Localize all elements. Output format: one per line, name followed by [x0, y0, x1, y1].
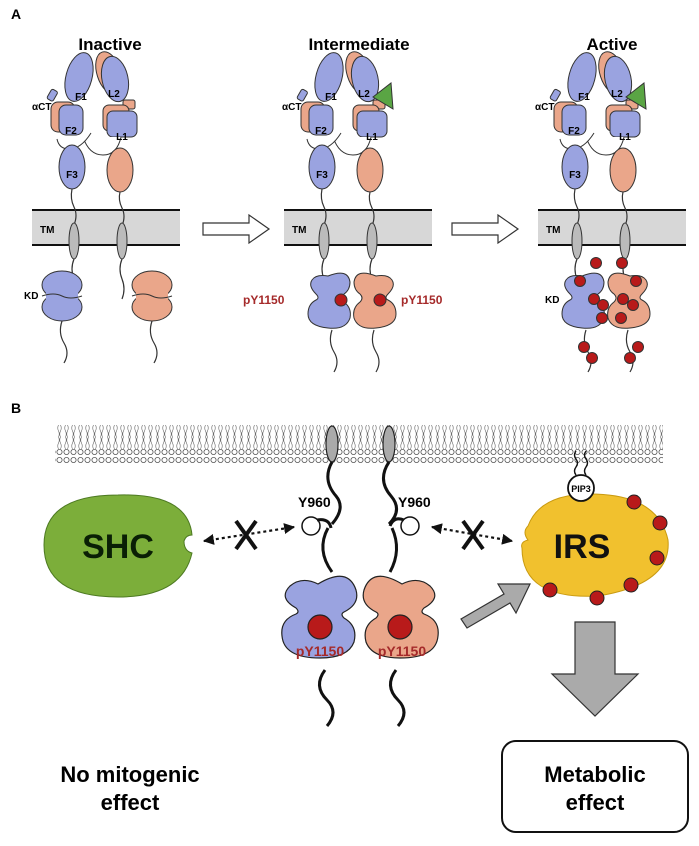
domain-label-act: αCT: [535, 102, 554, 113]
state-title-inactive: Inactive: [78, 35, 141, 54]
kd-active-right: [607, 272, 651, 329]
domain-label-l2: L2: [358, 89, 370, 100]
pY1150-label-b-right: pY1150: [378, 643, 426, 659]
panel-a-letter: A: [11, 6, 21, 22]
panel-b-letter: B: [11, 400, 21, 416]
receptor-active: [548, 47, 647, 300]
tail-active-right: [625, 329, 634, 373]
kd-inactive-right: [131, 270, 173, 322]
y960-site-left: [301, 516, 321, 536]
domain-label-l2: L2: [108, 89, 120, 100]
pY1150-label-b-left: pY1150: [296, 643, 344, 659]
block-x-right-icon: [461, 519, 485, 551]
tm-label-inactive: TM: [40, 225, 54, 236]
irs-phospho-sites: [542, 494, 668, 606]
phospho-site: [334, 293, 348, 307]
kd-intermediate-left: [307, 272, 351, 329]
pip3-lipid: [567, 474, 595, 502]
domain-label-f2: F2: [568, 126, 580, 137]
domain-label-f2: F2: [315, 126, 327, 137]
membrane-inactive: [32, 209, 180, 246]
lipid-bilayer: [55, 425, 663, 463]
irs-protein: [521, 493, 669, 597]
domain-label-f1: F1: [75, 92, 87, 103]
receptor-intermediate-labels: F1 L2 αCT F2 L1 F3: [282, 89, 378, 181]
domain-label-l1: L1: [116, 132, 128, 143]
metabolic-effect-line1: Metabolic: [544, 762, 645, 787]
domain-label-act: αCT: [32, 102, 51, 113]
domain-label-f3: F3: [569, 170, 581, 181]
metabolic-down-arrow: [550, 621, 640, 717]
tail-active-left: [583, 329, 592, 373]
receptor-b-tm: [325, 425, 398, 526]
kd-label-inactive: KD: [24, 291, 38, 302]
no-mitogenic-line2: effect: [101, 790, 160, 815]
membrane-intermediate: [284, 209, 432, 246]
signal-arrow-kd-to-irs: [460, 583, 531, 629]
domain-label-f1: F1: [325, 92, 337, 103]
insulin-ligand-icon: [625, 82, 647, 110]
metabolic-effect-box: [501, 740, 689, 833]
transition-arrow-2: [451, 213, 520, 245]
kd-inactive-left: [41, 270, 83, 322]
domain-label-l1: L1: [619, 132, 631, 143]
domain-label-f2: F2: [65, 126, 77, 137]
tail-inactive-left: [59, 320, 68, 364]
pip3-label: PIP3: [571, 484, 591, 494]
kd-active-left: [561, 272, 605, 329]
receptor-inactive: [45, 47, 138, 300]
phospho-site-b-right: [387, 614, 413, 640]
domain-label-f3: F3: [316, 170, 328, 181]
irs-label: IRS: [554, 528, 611, 566]
state-title-intermediate: Intermediate: [308, 35, 409, 54]
shc-label: SHC: [82, 528, 154, 566]
pY1150-label-right: pY1150: [401, 293, 443, 307]
state-title-active: Active: [586, 35, 637, 54]
pY1150-label-left: pY1150: [243, 293, 285, 307]
shc-protein: [43, 494, 193, 598]
phospho-site-b-left: [307, 614, 333, 640]
y960-site-right: [400, 516, 420, 536]
y960-label-right: Y960: [398, 494, 431, 510]
kd-label-active: KD: [545, 295, 559, 306]
tail-intermediate-right: [371, 329, 380, 373]
transition-arrow-1: [202, 213, 271, 245]
phospho-site: [373, 293, 387, 307]
tail-b-left: [318, 669, 335, 727]
tail-intermediate-left: [329, 329, 338, 373]
y960-label-left: Y960: [298, 494, 331, 510]
domain-label-f3: F3: [66, 170, 78, 181]
receptor-inactive-labels: F1 L2 αCT F2 L1 F3: [32, 89, 128, 181]
receptor-active-labels: F1 L2 αCT F2 L1 F3: [535, 89, 631, 181]
tm-label-intermediate: TM: [292, 225, 306, 236]
no-mitogenic-line1: No mitogenic: [60, 762, 199, 787]
domain-label-l2: L2: [611, 89, 623, 100]
insulin-ligand-icon: [372, 82, 394, 110]
receptor-intermediate: [295, 47, 394, 300]
irs-no-binding-arrow: [430, 523, 514, 545]
membrane-active: [538, 209, 686, 246]
tail-b-right: [389, 669, 406, 727]
domain-label-l1: L1: [366, 132, 378, 143]
tail-inactive-right: [149, 320, 158, 364]
domain-label-act: αCT: [282, 102, 301, 113]
tm-label-active: TM: [546, 225, 560, 236]
domain-label-f1: F1: [578, 92, 590, 103]
metabolic-effect-line2: effect: [566, 790, 625, 815]
block-x-left-icon: [234, 519, 258, 551]
active-phospho-sites: [574, 257, 644, 364]
pip3-tails: [573, 450, 589, 476]
